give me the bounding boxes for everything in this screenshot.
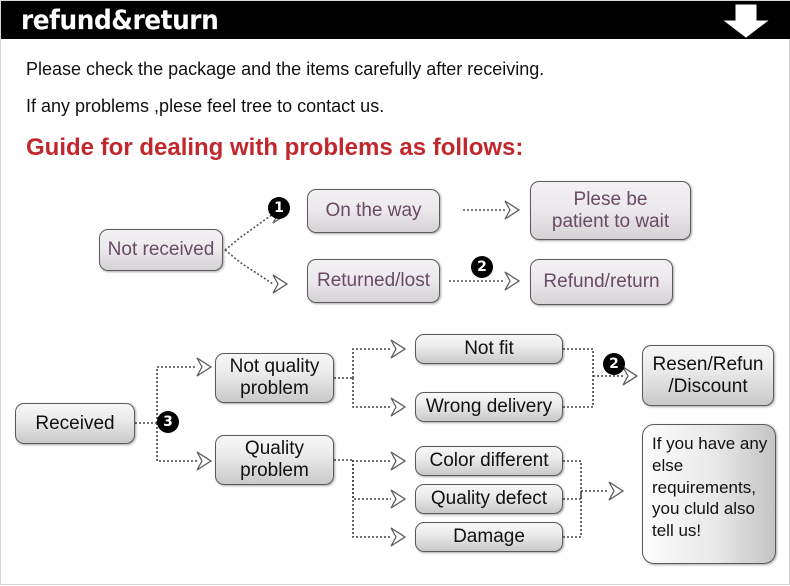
box-on-the-way[interactable]: On the way	[307, 189, 440, 233]
box-label: On the way	[325, 200, 422, 222]
box-quality-defect[interactable]: Quality defect	[415, 484, 563, 514]
intro-line-2: If any problems ,plese feel tree to cont…	[26, 96, 385, 116]
box-label: Color different	[429, 450, 549, 472]
header-bar: refund&return	[1, 1, 790, 39]
guide-heading: Guide for dealing with problems as follo…	[26, 134, 524, 161]
box-label: Received	[35, 412, 115, 434]
box-label-line-2: problem	[240, 378, 309, 399]
box-damage[interactable]: Damage	[415, 522, 563, 552]
box-label: Not fit	[464, 338, 514, 360]
step-marker-3: 3	[157, 411, 179, 433]
note-text: If you have any else requirements, you c…	[652, 434, 768, 540]
box-label-line-1: Not quality	[229, 356, 320, 378]
down-arrow-icon	[719, 3, 773, 39]
box-label: Wrong delivery	[425, 396, 553, 418]
box-label: Returned/lost	[316, 270, 430, 292]
box-not-fit[interactable]: Not fit	[415, 334, 563, 364]
box-label-line-2: patient to wait	[551, 210, 670, 232]
box-label-line-1: Resen/Refun	[652, 353, 764, 375]
page-title: refund&return	[21, 5, 219, 36]
box-additional-requirements-note[interactable]: If you have any else requirements, you c…	[642, 424, 776, 564]
box-returned-lost[interactable]: Returned/lost	[307, 259, 440, 303]
box-refund-return[interactable]: Refund/return	[530, 259, 673, 305]
box-please-be-patient[interactable]: Plese be patient to wait	[530, 181, 691, 240]
step-marker-label: 2	[609, 356, 619, 372]
intro-line-1: Please check the package and the items c…	[26, 59, 545, 79]
box-color-different[interactable]: Color different	[415, 446, 563, 476]
box-not-quality-problem[interactable]: Not quality problem	[215, 353, 334, 403]
box-label: Refund/return	[543, 271, 660, 293]
box-not-received[interactable]: Not received	[99, 229, 223, 271]
box-label-line-1: Quality	[244, 438, 305, 460]
box-label-line-1: Plese be	[573, 188, 648, 210]
box-label-line-2: /Discount	[668, 375, 748, 397]
box-wrong-delivery[interactable]: Wrong delivery	[415, 392, 563, 422]
box-resend-refund-discount[interactable]: Resen/Refun /Discount	[642, 345, 774, 406]
box-label: Damage	[453, 526, 525, 548]
step-marker-label: 1	[274, 200, 284, 216]
step-marker-label: 2	[477, 259, 487, 275]
box-label-line-2: problem	[240, 460, 309, 481]
step-marker-2-lower: 2	[603, 353, 625, 375]
box-label: Quality defect	[430, 488, 548, 510]
box-quality-problem[interactable]: Quality problem	[215, 435, 334, 485]
box-received[interactable]: Received	[15, 403, 135, 444]
box-label: Not received	[107, 239, 215, 261]
step-marker-2: 2	[471, 256, 493, 278]
step-marker-label: 3	[163, 414, 173, 430]
step-marker-1: 1	[268, 197, 290, 219]
